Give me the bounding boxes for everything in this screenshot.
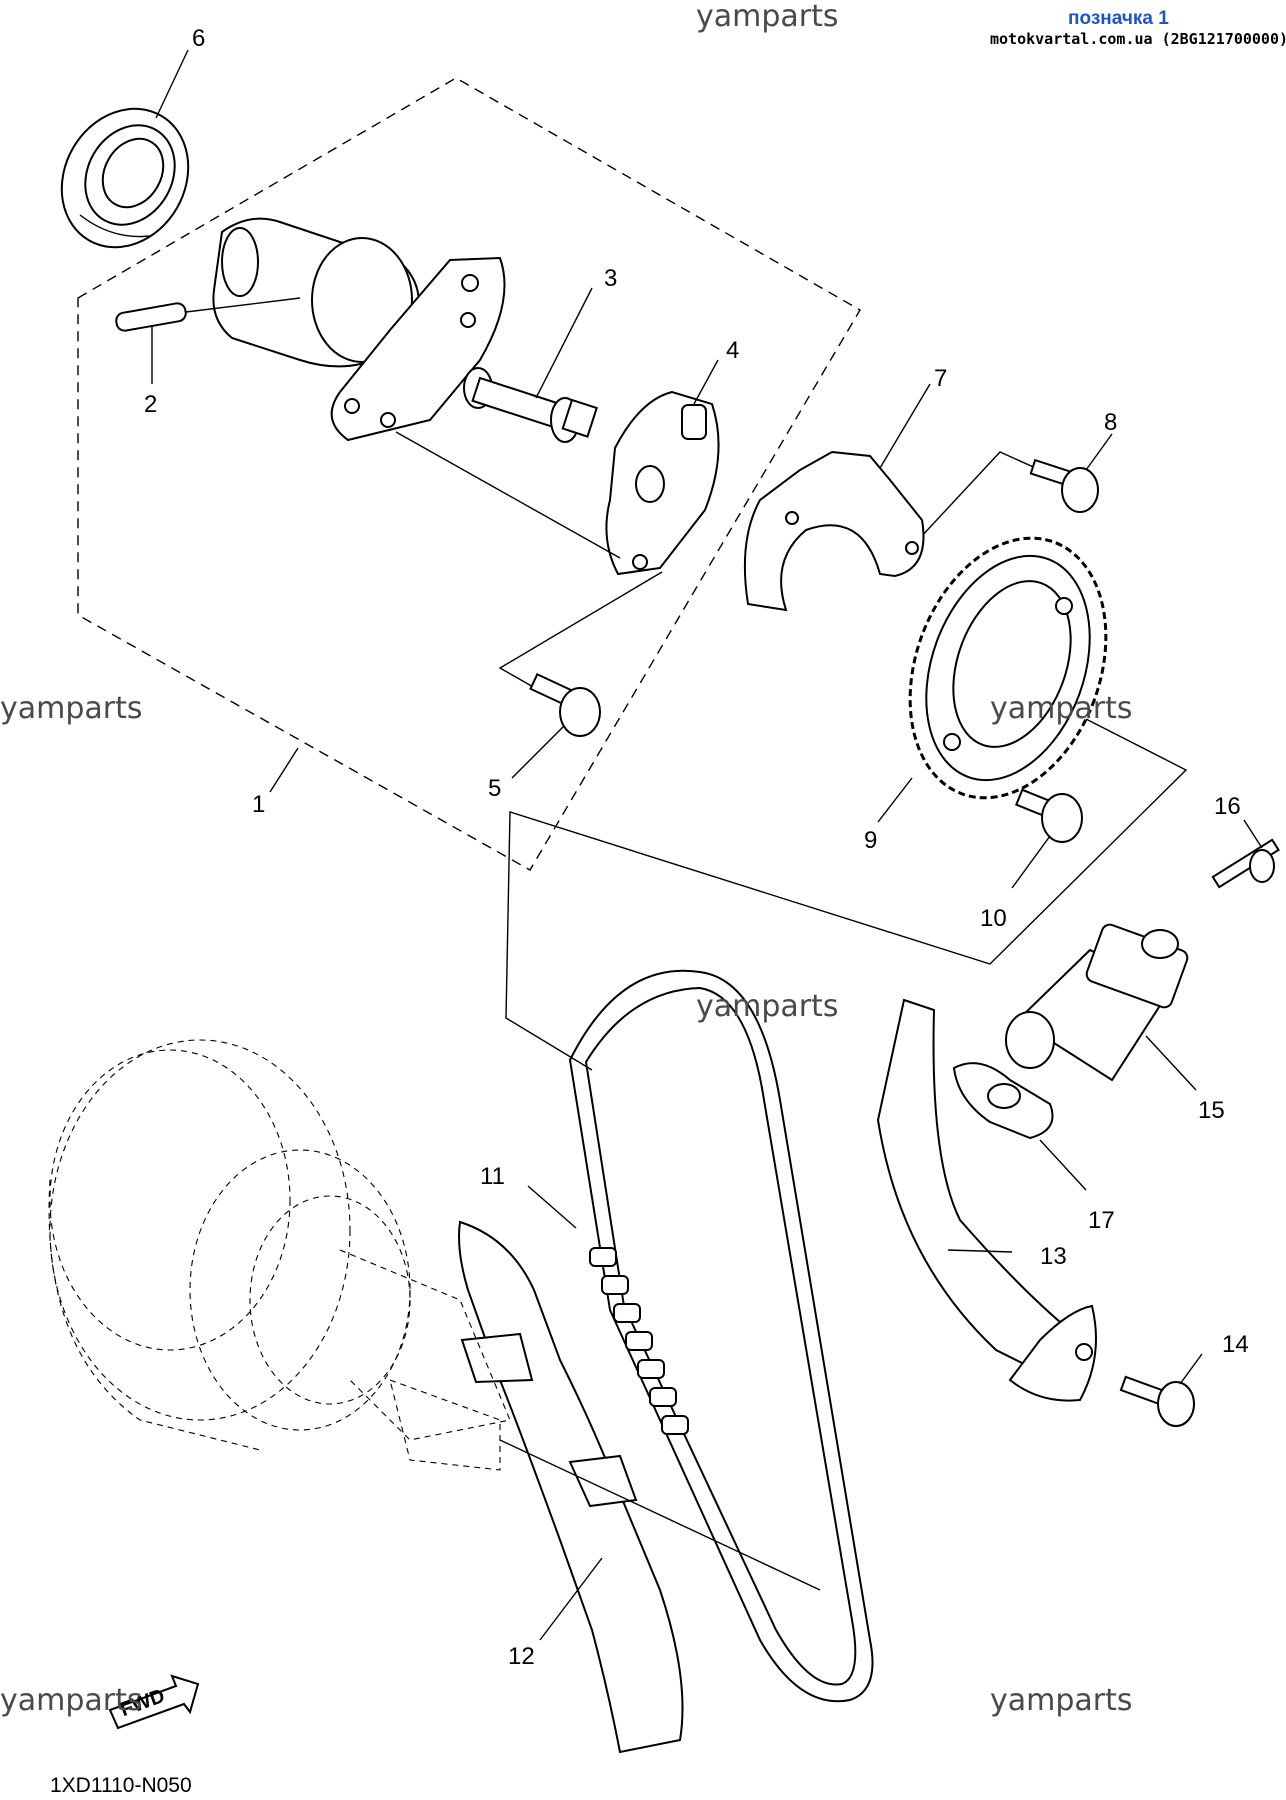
bearing-part-6 bbox=[60, 107, 190, 249]
camshaft-assembly bbox=[212, 217, 506, 442]
header-label: позначка 1 bbox=[1068, 8, 1169, 29]
callout-10: 10 bbox=[980, 905, 1007, 932]
bolt-part-16 bbox=[1211, 819, 1280, 889]
callout-11: 11 bbox=[480, 1163, 505, 1190]
callout-5: 5 bbox=[488, 775, 501, 802]
callout-3: 3 bbox=[604, 265, 617, 292]
bolt-part-8 bbox=[1029, 433, 1113, 513]
header-site: motokvartal.com.ua (2BG121700000) bbox=[990, 30, 1286, 48]
callout-12: 12 bbox=[508, 1643, 535, 1670]
callout-numbers: 1 2 3 4 5 6 7 8 9 10 11 12 13 14 15 16 1… bbox=[144, 25, 1249, 1670]
watermark-left: yamparts bbox=[0, 691, 143, 726]
assembly-boundary bbox=[77, 77, 861, 871]
tensioner-part-15 bbox=[1005, 923, 1197, 1091]
callout-8: 8 bbox=[1104, 409, 1117, 436]
sprocket-part-9 bbox=[877, 536, 1108, 823]
callout-14: 14 bbox=[1222, 1331, 1249, 1358]
watermark-top: yamparts bbox=[696, 0, 839, 34]
callout-1: 1 bbox=[252, 791, 265, 818]
diagram-code: 1XD1110-N050 bbox=[50, 1774, 192, 1797]
callout-15: 15 bbox=[1198, 1097, 1225, 1124]
decompressor-part-4 bbox=[605, 359, 720, 576]
callout-4: 4 bbox=[726, 337, 739, 364]
shaft-part-3 bbox=[463, 287, 598, 443]
plate-part-7 bbox=[743, 383, 931, 612]
fwd-arrow-icon: FWD bbox=[108, 1674, 200, 1730]
callout-9: 9 bbox=[864, 827, 877, 854]
bolt-part-5 bbox=[511, 672, 601, 779]
chain-guide-part-13 bbox=[876, 998, 1097, 1402]
chain-guide-part-12 bbox=[458, 1220, 684, 1754]
watermark-bottom-right: yamparts bbox=[990, 1683, 1133, 1718]
watermark-right: yamparts bbox=[990, 691, 1133, 726]
callout-2: 2 bbox=[144, 391, 157, 418]
crankshaft-phantom bbox=[48, 1039, 821, 1591]
watermark-middle: yamparts bbox=[696, 989, 839, 1024]
callout-16: 16 bbox=[1214, 793, 1241, 820]
bolt-part-14 bbox=[1119, 1353, 1203, 1427]
chain-links-part-11 bbox=[527, 1185, 689, 1435]
watermark-bottom-left: yamparts bbox=[0, 1683, 143, 1718]
callout-13: 13 bbox=[1040, 1243, 1067, 1270]
callout-7: 7 bbox=[934, 365, 947, 392]
gasket-part-17 bbox=[952, 1062, 1087, 1191]
bolt-part-10 bbox=[1011, 788, 1083, 889]
cam-chain bbox=[568, 969, 874, 1703]
pin-part-2 bbox=[115, 297, 301, 384]
callout-6: 6 bbox=[192, 25, 205, 52]
callout-17: 17 bbox=[1088, 1207, 1115, 1234]
